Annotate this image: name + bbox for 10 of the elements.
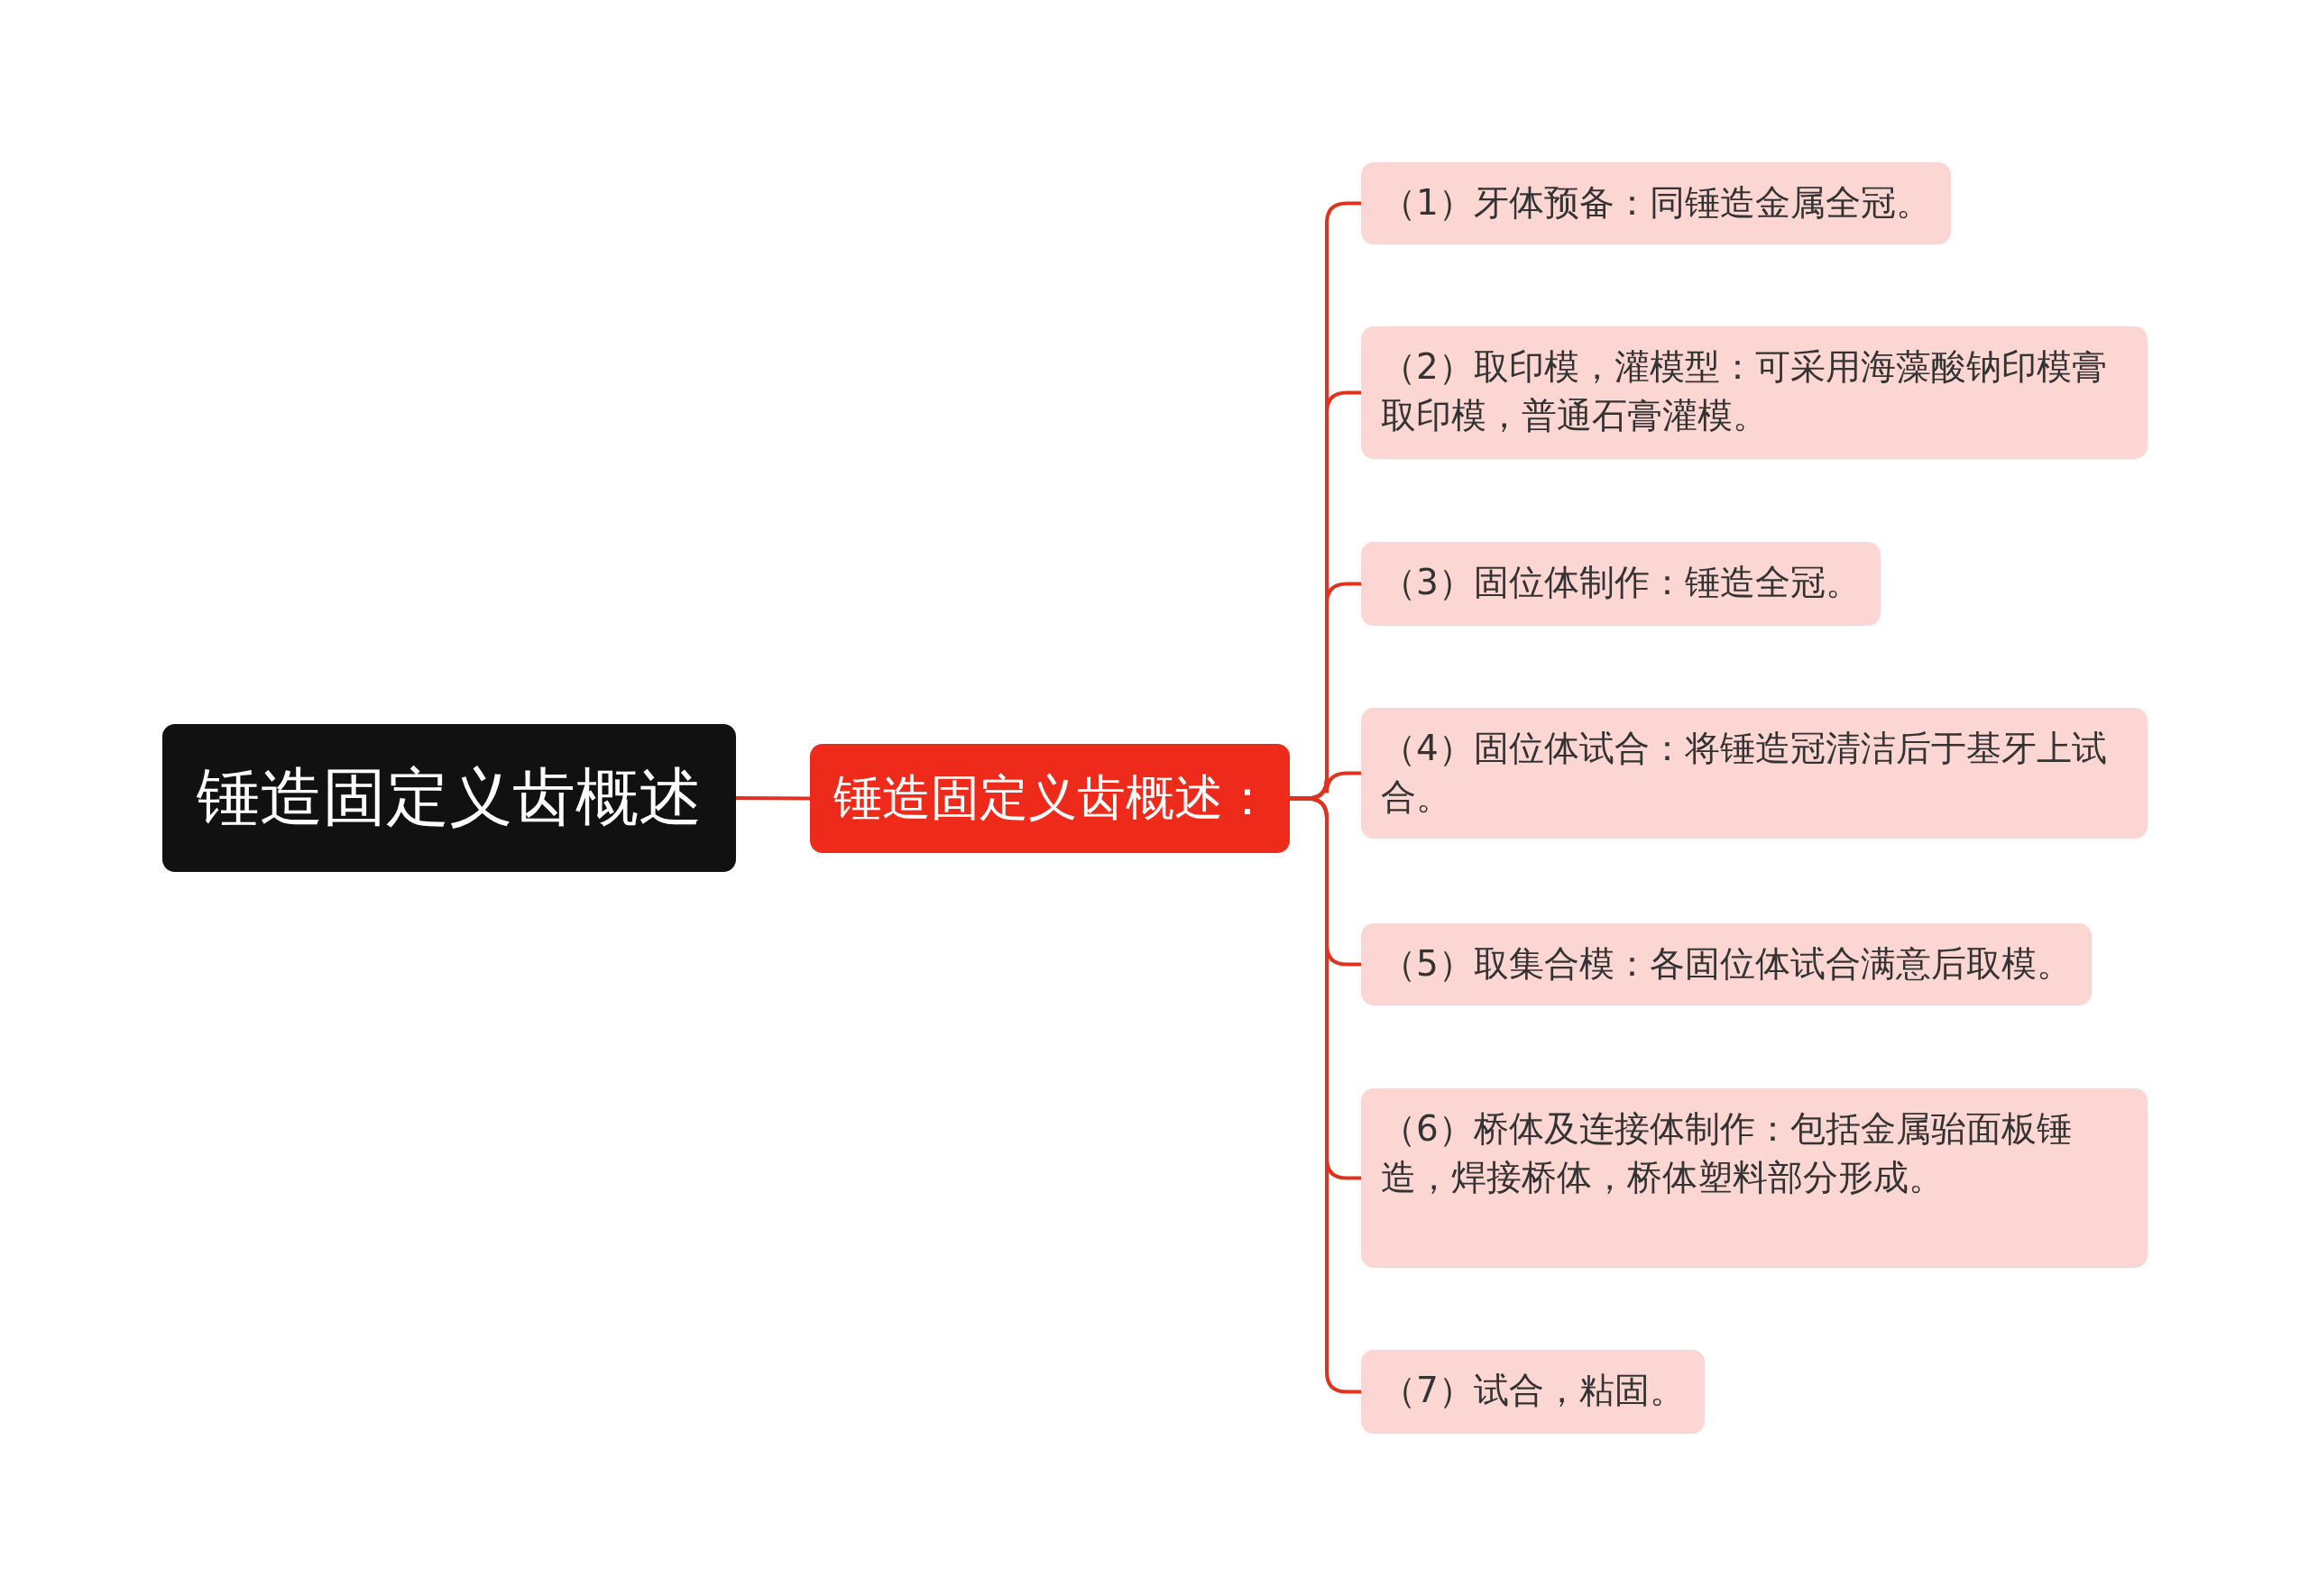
subtopic-box: （6）桥体及连接体制作：包括金属骀面板锤造，焊接桥体，桥体塑料部分形成。 bbox=[1361, 1088, 2148, 1268]
root-topic-box: 锤造固定义齿概述 bbox=[162, 724, 736, 872]
subtopic-box: （7）试合，粘固。 bbox=[1361, 1350, 1705, 1434]
subtopic-box: （1）牙体预备：同锤造金属全冠。 bbox=[1361, 162, 1951, 244]
subtopic-box: （2）取印模，灌模型：可采用海藻酸钠印模膏取印模，普通石膏灌模。 bbox=[1361, 326, 2148, 459]
subtopic-box: （3）固位体制作：锤造全冠。 bbox=[1361, 542, 1881, 626]
subtopic-box: （5）取集合模：各固位体试合满意后取模。 bbox=[1361, 923, 2092, 1005]
subtopic-box: （4）固位体试合：将锤造冠清洁后于基牙上试合。 bbox=[1361, 708, 2148, 839]
topic-box: 锤造固定义齿概述： bbox=[810, 744, 1290, 853]
connector-line bbox=[736, 796, 810, 801]
